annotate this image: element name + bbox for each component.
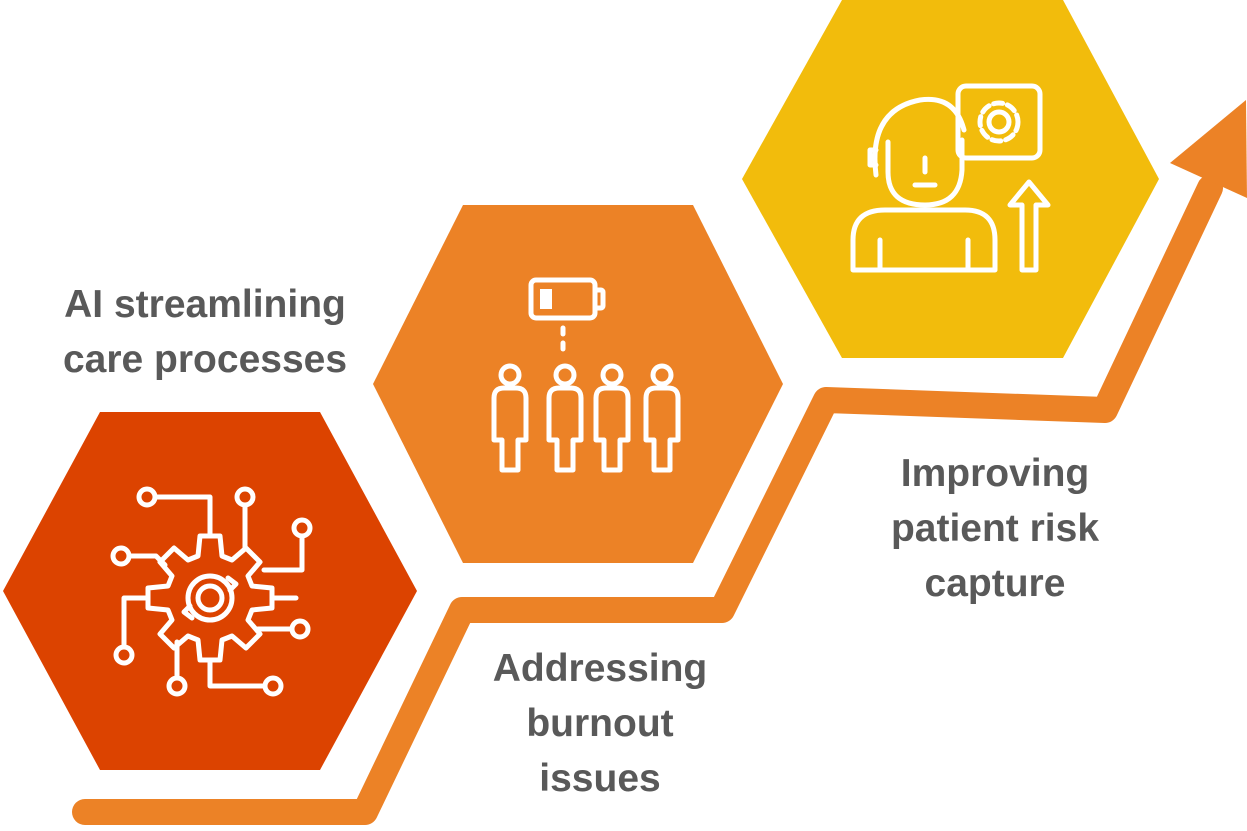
- person-gear-arrow-up-icon: [850, 83, 1051, 273]
- step-3-label-line-3: capture: [924, 562, 1066, 605]
- arrow-head-icon: [1170, 100, 1247, 198]
- step-3-label-line-2: patient risk: [890, 507, 1100, 550]
- step-3-label-line-1: Improving: [900, 452, 1090, 495]
- hexagon-step-3: [742, 0, 1159, 358]
- team-people: [491, 363, 681, 473]
- step-2-label-line-3: issues: [539, 757, 661, 800]
- step-2-label-line-1: Addressing: [492, 647, 708, 690]
- step-2-label: Addressing burnout issues: [460, 641, 740, 806]
- step-2-label-line-2: burnout: [526, 702, 674, 745]
- low-battery-team-icon: [491, 277, 681, 473]
- arrow-path: [72, 175, 1223, 825]
- hexagon-step-1: [3, 412, 417, 770]
- step-1-label-line-2: care processes: [62, 338, 348, 381]
- step-3-label: Improving patient risk capture: [845, 446, 1145, 611]
- growth-arrow: [72, 100, 1247, 825]
- hexagon-step-2: [373, 205, 783, 563]
- step-1-label: AI streamlining care processes: [30, 277, 380, 387]
- step-1-label-line-1: AI streamlining: [64, 283, 346, 326]
- gear-circuit-icon: [110, 486, 313, 697]
